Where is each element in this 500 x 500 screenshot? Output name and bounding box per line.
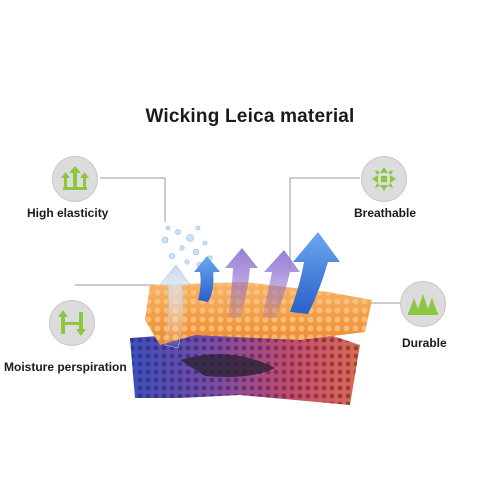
breathable-label: Breathable xyxy=(354,206,417,220)
purple-arrow-right xyxy=(262,250,300,318)
high-elasticity-badge xyxy=(52,156,98,202)
arrows-updown-icon xyxy=(58,310,86,336)
arrows-expand-icon xyxy=(61,166,89,190)
breathable-badge xyxy=(361,156,407,202)
blue-arrow-small xyxy=(194,256,220,302)
purple-arrow-left xyxy=(225,248,258,318)
leader-line-breathable xyxy=(289,177,360,268)
diagram-title: Wicking Leica material xyxy=(145,106,355,127)
moisture-label: Moisture perspiration xyxy=(4,360,127,374)
white-arrow xyxy=(159,264,191,349)
moisture-badge xyxy=(49,300,95,346)
durable-badge xyxy=(400,281,446,327)
triangles-icon xyxy=(408,294,438,315)
durable-label: Durable xyxy=(402,336,447,350)
blue-arrow-large xyxy=(290,232,340,314)
high-elasticity-label: High elasticity xyxy=(27,206,109,220)
leader-line-high-elasticity xyxy=(100,177,166,222)
arrows-breathe-icon xyxy=(372,167,396,191)
bottom-fabric-layer xyxy=(130,332,360,405)
